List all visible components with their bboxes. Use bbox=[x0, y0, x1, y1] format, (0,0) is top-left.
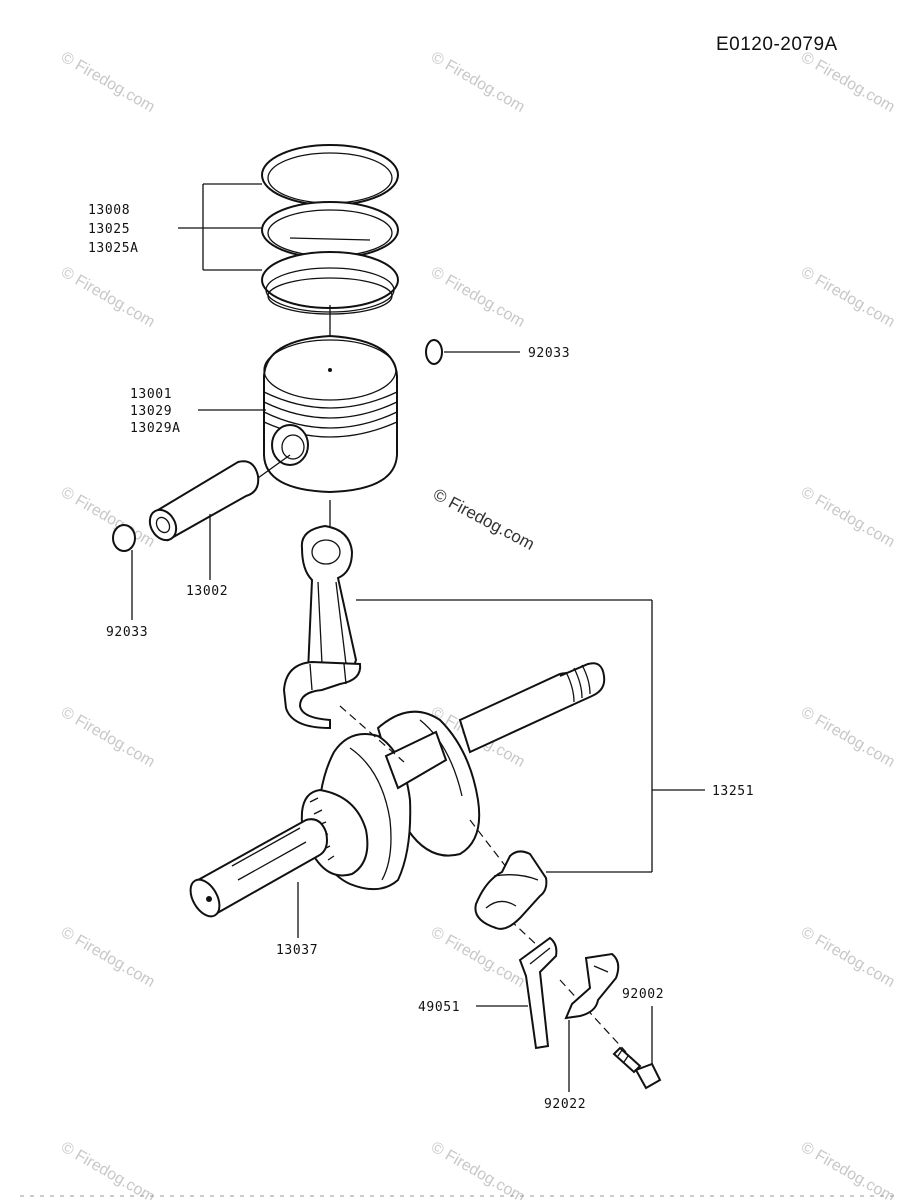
label-13001: 13001 bbox=[130, 387, 172, 402]
watermark: © Firedog.com bbox=[798, 49, 898, 116]
watermark: © Firedog.com bbox=[58, 1139, 158, 1200]
watermark: © Firedog.com bbox=[58, 264, 158, 331]
rod-assy-leader bbox=[356, 599, 705, 873]
bolt bbox=[612, 1046, 662, 1090]
lock-plate bbox=[564, 952, 620, 1020]
watermark: © Firedog.com bbox=[428, 1139, 528, 1200]
label-92002: 92002 bbox=[622, 987, 664, 1002]
watermark: © Firedog.com bbox=[798, 924, 898, 991]
watermark: © Firedog.com bbox=[428, 924, 528, 991]
label-13025a: 13025A bbox=[88, 241, 139, 256]
label-49051: 49051 bbox=[418, 1000, 460, 1015]
watermark: © Firedog.com bbox=[428, 264, 528, 331]
label-13025: 13025 bbox=[88, 222, 130, 237]
watermark: © Firedog.com bbox=[58, 924, 158, 991]
oil-dipper bbox=[518, 936, 558, 1050]
circlip-left bbox=[112, 524, 136, 620]
circlip-right bbox=[425, 339, 520, 365]
watermark: © Firedog.com bbox=[428, 49, 528, 116]
watermark: © Firedog.com bbox=[58, 704, 158, 771]
watermark: © Firedog.com bbox=[798, 704, 898, 771]
watermark: © Firedog.com bbox=[798, 1139, 898, 1200]
label-13002: 13002 bbox=[186, 584, 228, 599]
label-13029a: 13029A bbox=[130, 421, 181, 436]
crankshaft bbox=[189, 662, 606, 918]
rod-cap bbox=[474, 850, 548, 930]
label-92033-right: 92033 bbox=[528, 346, 570, 361]
watermark-grid: © Firedog.com © Firedog.com © Firedog.co… bbox=[58, 49, 898, 1200]
piston bbox=[263, 334, 398, 494]
piston-rings bbox=[261, 144, 399, 315]
document-id: E0120-2079A bbox=[716, 34, 838, 55]
watermark: © Firedog.com bbox=[798, 484, 898, 551]
watermark: © Firedog.com bbox=[58, 484, 158, 551]
piston-pin bbox=[148, 454, 291, 542]
center-watermark: © Firedog.com bbox=[430, 485, 538, 554]
label-13008: 13008 bbox=[88, 203, 130, 218]
connecting-rod bbox=[282, 524, 362, 730]
watermark: © Firedog.com bbox=[798, 264, 898, 331]
label-13037: 13037 bbox=[276, 943, 318, 958]
label-13029: 13029 bbox=[130, 404, 172, 419]
watermark: © Firedog.com bbox=[58, 49, 158, 116]
label-92033-left: 92033 bbox=[106, 625, 148, 640]
ring-leader bbox=[178, 183, 262, 271]
label-92022: 92022 bbox=[544, 1097, 586, 1112]
label-13251: 13251 bbox=[712, 784, 754, 799]
